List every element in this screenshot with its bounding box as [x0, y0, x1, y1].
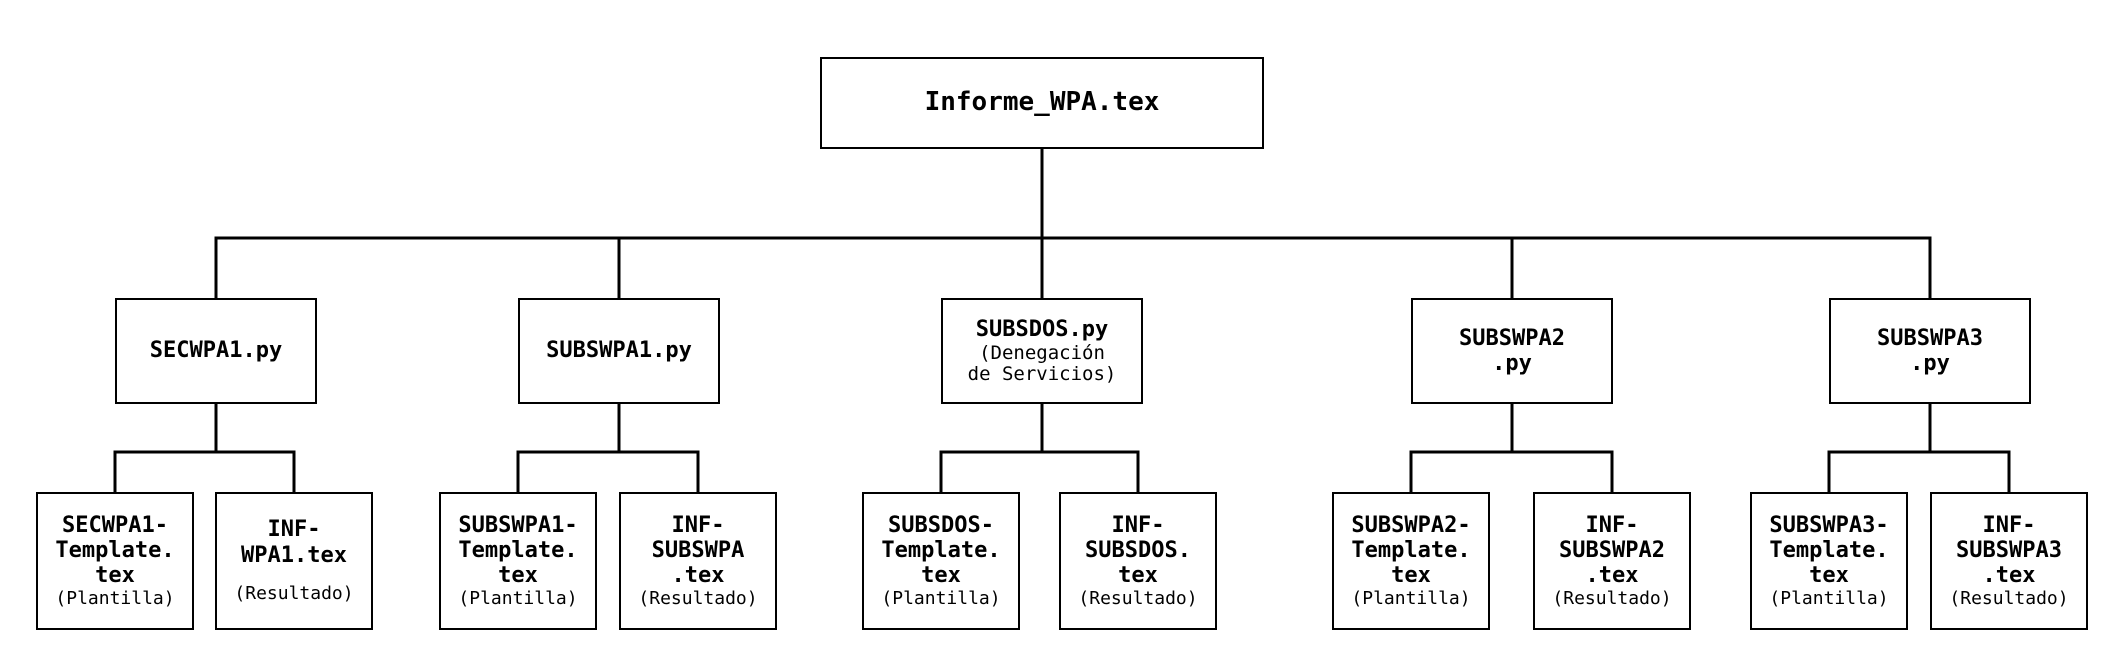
script-label: SUBSDOS.py [975, 317, 1109, 343]
output-label: .tex [1982, 563, 2036, 589]
script-label: SUBSWPA3 [1877, 325, 1983, 351]
output-note: (Resultado) [1552, 587, 1672, 609]
output-label: tex [95, 563, 135, 589]
output-note: (Resultado) [1949, 587, 2069, 609]
script-label: SUBSWPA2 [1459, 325, 1565, 351]
output-label: Template. [458, 538, 578, 563]
output-template-subswpa2: SUBSWPA2- Template. tex (Plantilla) [1332, 492, 1490, 630]
output-label: SUBSDOS- [888, 512, 994, 538]
output-note: (Resultado) [1078, 587, 1198, 609]
output-label: Template. [1351, 538, 1471, 563]
output-label: INF- [1585, 512, 1639, 538]
output-label: SUBSWPA2 [1559, 538, 1665, 563]
module-script-subswpa2: SUBSWPA2 .py [1411, 298, 1613, 404]
output-note: (Plantilla) [1351, 587, 1471, 609]
output-label: tex [921, 563, 961, 589]
output-label: SECWPA1- [62, 512, 168, 538]
root-node: Informe_WPA.tex [820, 57, 1264, 149]
module-script-secwpa1: SECWPA1.py [115, 298, 317, 404]
module-script-subsdos: SUBSDOS.py (Denegación de Servicios) [941, 298, 1143, 404]
output-label: WPA1.tex [241, 542, 347, 568]
output-note: (Resultado) [234, 582, 354, 604]
script-label: SECWPA1.py [149, 338, 283, 364]
output-result-secwpa1: INF- WPA1.tex (Resultado) [215, 492, 373, 630]
script-subtitle: de Servicios) [967, 362, 1117, 385]
output-label: INF- [671, 512, 725, 538]
output-label: SUBSWPA3 [1956, 538, 2062, 563]
output-label: tex [1391, 563, 1431, 589]
output-result-subswpa3: INF- SUBSWPA3 .tex (Resultado) [1930, 492, 2088, 630]
script-label: .py [1910, 351, 1950, 376]
output-label: Template. [881, 538, 1001, 563]
root-label: Informe_WPA.tex [924, 87, 1160, 118]
output-label: SUBSWPA1- [458, 512, 578, 538]
script-label: .py [1492, 351, 1532, 376]
output-template-secwpa1: SECWPA1- Template. tex (Plantilla) [36, 492, 194, 630]
script-label: SUBSWPA1.py [546, 338, 692, 364]
output-label: SUBSDOS. [1085, 538, 1191, 563]
output-label: INF- [267, 517, 321, 543]
output-label: tex [1809, 563, 1849, 589]
output-result-subsdos: INF- SUBSDOS. tex (Resultado) [1059, 492, 1217, 630]
output-note: (Plantilla) [458, 587, 578, 609]
output-template-subswpa3: SUBSWPA3- Template. tex (Plantilla) [1750, 492, 1908, 630]
output-label: tex [1118, 563, 1158, 589]
output-note: (Resultado) [638, 587, 758, 609]
output-result-subswpa1: INF- SUBSWPA .tex (Resultado) [619, 492, 777, 630]
output-label: .tex [1585, 563, 1639, 589]
output-label: .tex [671, 563, 725, 589]
output-template-subswpa1: SUBSWPA1- Template. tex (Plantilla) [439, 492, 597, 630]
output-label: Template. [55, 538, 175, 563]
module-script-subswpa3: SUBSWPA3 .py [1829, 298, 2031, 404]
output-label: INF- [1111, 512, 1165, 538]
output-label: Template. [1769, 538, 1889, 563]
output-label: SUBSWPA2- [1351, 512, 1471, 538]
output-label: SUBSWPA3- [1769, 512, 1889, 538]
output-note: (Plantilla) [881, 587, 1001, 609]
output-label: tex [498, 563, 538, 589]
output-note: (Plantilla) [1769, 587, 1889, 609]
script-subtitle: (Denegación [979, 341, 1105, 364]
output-template-subsdos: SUBSDOS- Template. tex (Plantilla) [862, 492, 1020, 630]
output-note: (Plantilla) [55, 587, 175, 609]
output-result-subswpa2: INF- SUBSWPA2 .tex (Resultado) [1533, 492, 1691, 630]
output-label: SUBSWPA [651, 538, 745, 563]
module-script-subswpa1: SUBSWPA1.py [518, 298, 720, 404]
output-label: INF- [1982, 512, 2036, 538]
